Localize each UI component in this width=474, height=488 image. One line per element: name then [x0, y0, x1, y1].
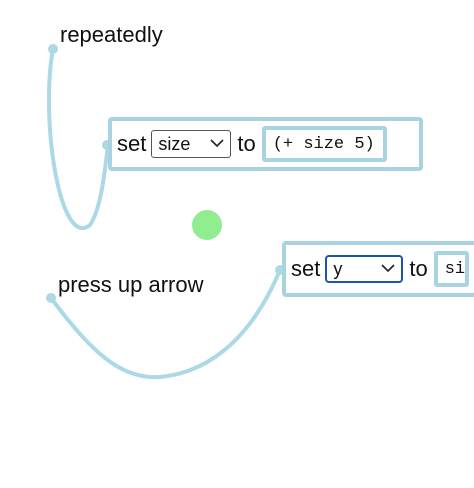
variable-select-value: y — [333, 258, 343, 279]
chevron-down-icon — [381, 264, 395, 273]
set-size-block[interactable]: set size to (+ size 5) — [108, 117, 423, 171]
chevron-down-icon — [210, 139, 224, 148]
to-keyword: to — [409, 256, 428, 281]
wire-endpoint-repeatedly — [48, 44, 58, 54]
variable-select-size[interactable]: size — [151, 130, 232, 158]
trigger-repeatedly-label[interactable]: repeatedly — [60, 22, 163, 47]
expression-field-size[interactable]: (+ size 5) — [261, 126, 387, 162]
variable-select-y[interactable]: y — [325, 255, 404, 283]
expression-field-y[interactable]: si — [433, 251, 470, 287]
to-keyword: to — [237, 131, 256, 156]
sprite-circle[interactable] — [192, 210, 222, 240]
set-keyword: set — [291, 256, 321, 281]
set-keyword: set — [117, 131, 147, 156]
trigger-up-arrow-label[interactable]: press up arrow — [58, 272, 204, 297]
wire-endpoint-up-arrow — [46, 293, 56, 303]
variable-select-value: size — [158, 133, 191, 154]
wire-repeatedly-to-set-size — [47, 47, 110, 230]
set-y-block[interactable]: set y to si — [282, 241, 474, 297]
